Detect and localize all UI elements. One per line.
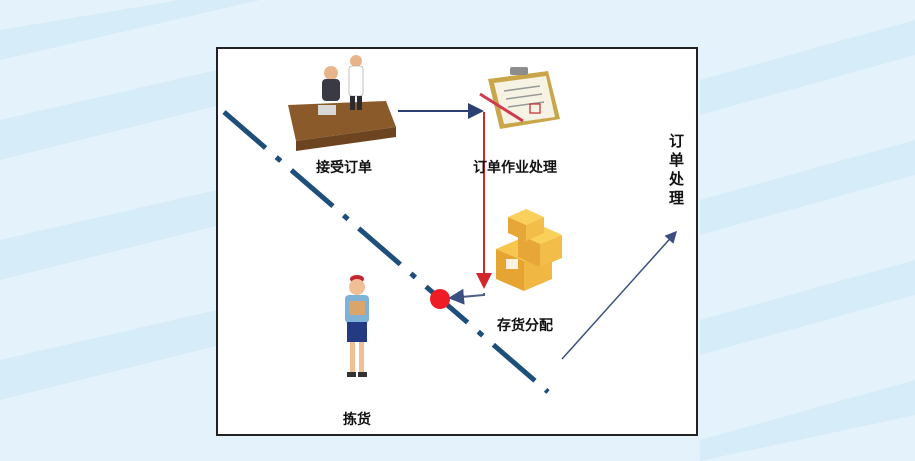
label-inventory-allocation: 存货分配 <box>497 318 553 334</box>
label-receive-order: 接受订单 <box>316 160 372 176</box>
intersection-marker <box>430 289 450 309</box>
dash-dot-diagonal <box>222 110 550 394</box>
arrow-allocation-to-marker <box>448 288 485 305</box>
flow-diagram <box>222 55 678 394</box>
label-order-processing: 订单作业处理 <box>473 160 557 176</box>
diagram-panel: 接受订单 订单作业处理 存货分配 拣货 订单处理 <box>216 47 698 436</box>
office-desk-icon <box>288 55 396 151</box>
boxes-icon <box>496 209 562 291</box>
arrow-order-processing-diagonal <box>561 230 678 360</box>
label-order-processing-side: 订单处理 <box>667 133 685 209</box>
worker-icon <box>345 275 369 377</box>
clipboard-icon <box>479 67 560 129</box>
label-picking: 拣货 <box>343 412 371 428</box>
